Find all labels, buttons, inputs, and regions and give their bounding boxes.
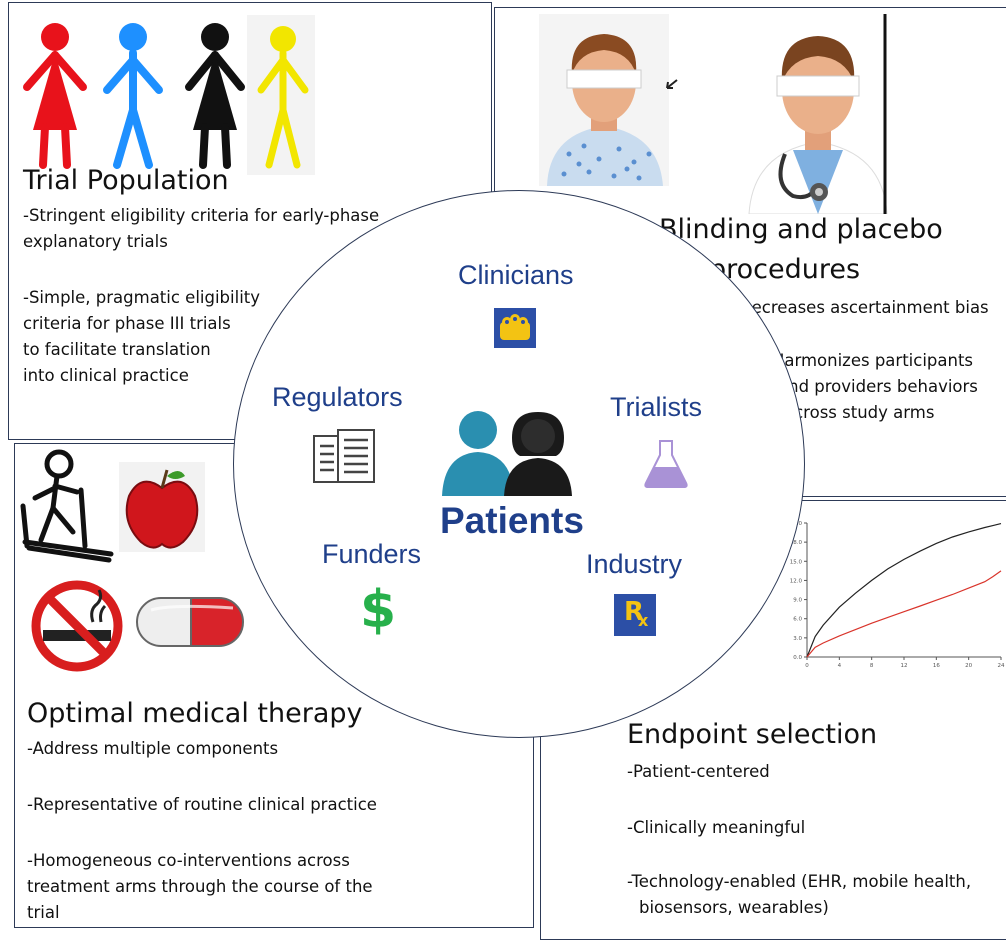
series-line-1	[806, 570, 1002, 658]
endpoint-line: -Patient-centered	[627, 762, 770, 781]
blinding-title-line1: Blinding and placebo	[659, 214, 943, 245]
trial-population-title: Trial Population	[23, 165, 229, 196]
trial-population-line: to facilitate translation	[23, 340, 211, 359]
x-tick-label: 4	[838, 663, 842, 669]
trial-population-line: into clinical practice	[23, 366, 189, 385]
rx-letter: R	[624, 597, 645, 627]
x-tick-label: 20	[965, 663, 972, 669]
y-tick-label: 3.0	[793, 636, 802, 642]
blinding-line: -Decreases ascertainment bias	[733, 298, 989, 317]
flask-icon	[644, 440, 688, 488]
trial-population-line: -Simple, pragmatic eligibility	[23, 288, 261, 307]
clinicians-icon	[494, 308, 536, 348]
clinicians-label: Clinicians	[458, 260, 574, 290]
x-tick-label: 24	[998, 663, 1005, 669]
y-tick-label: 18.0	[790, 540, 803, 546]
endpoint-line: biosensors, wearables)	[639, 898, 829, 917]
blinding-title-line2: procedures	[709, 254, 861, 285]
medical-therapy-line: trial	[27, 903, 60, 922]
medical-therapy-line: -Representative of routine clinical prac…	[27, 795, 377, 814]
medical-therapy-line: -Address multiple components	[27, 739, 279, 758]
regulators-label: Regulators	[272, 382, 403, 412]
apple-icon	[119, 462, 205, 552]
endpoint-line: -Technology-enabled (EHR, mobile health,	[627, 872, 972, 891]
medical-therapy-title: Optimal medical therapy	[27, 698, 363, 729]
patients-icon	[442, 411, 572, 496]
medical-therapy-line: -Homogeneous co-interventions across	[27, 851, 350, 870]
endpoint-line: -Clinically meaningful	[627, 818, 806, 837]
y-tick-label: 15.0	[790, 559, 803, 565]
rx-subscript: x	[638, 611, 649, 630]
chart-lines	[806, 523, 1002, 658]
y-tick-label: 9.0	[793, 598, 802, 604]
no-smoking-icon	[31, 580, 123, 672]
series-line-0	[806, 523, 1002, 658]
stick-figures-icon	[23, 15, 315, 175]
x-tick-label: 8	[870, 663, 874, 669]
arrow-icon	[666, 79, 678, 89]
endpoint-title: Endpoint selection	[627, 719, 878, 750]
blinding-line: -Harmonizes participants	[766, 351, 974, 370]
y-tick-label: 6.0	[793, 617, 802, 623]
blinding-line: across study arms	[784, 403, 935, 422]
trialists-label: Trialists	[610, 392, 702, 422]
trial-population-line: -Stringent eligibility criteria for earl…	[23, 206, 380, 225]
x-tick-label: 12	[901, 663, 908, 669]
pill-icon	[136, 597, 244, 647]
blinding-line: and providers behaviors	[778, 377, 978, 396]
blindfolded-doctor-icon	[748, 14, 888, 214]
documents-icon	[313, 429, 375, 483]
dollar-icon: $	[360, 580, 397, 640]
patients-label: Patients	[440, 500, 584, 541]
industry-label: Industry	[586, 549, 683, 579]
x-tick-label: 0	[805, 663, 809, 669]
trial-population-line: explanatory trials	[23, 232, 168, 251]
trial-population-line: criteria for phase III trials	[23, 314, 231, 333]
x-tick-label: 16	[933, 663, 940, 669]
blindfolded-patient-icon	[539, 14, 669, 186]
y-tick-label: 12.0	[790, 578, 803, 584]
rx-icon: R x	[614, 594, 656, 636]
medical-therapy-line: treatment arms through the course of the	[27, 877, 373, 896]
y-tick-label: 0.0	[793, 655, 802, 661]
treadmill-icon	[20, 449, 114, 563]
funders-label: Funders	[322, 539, 422, 569]
